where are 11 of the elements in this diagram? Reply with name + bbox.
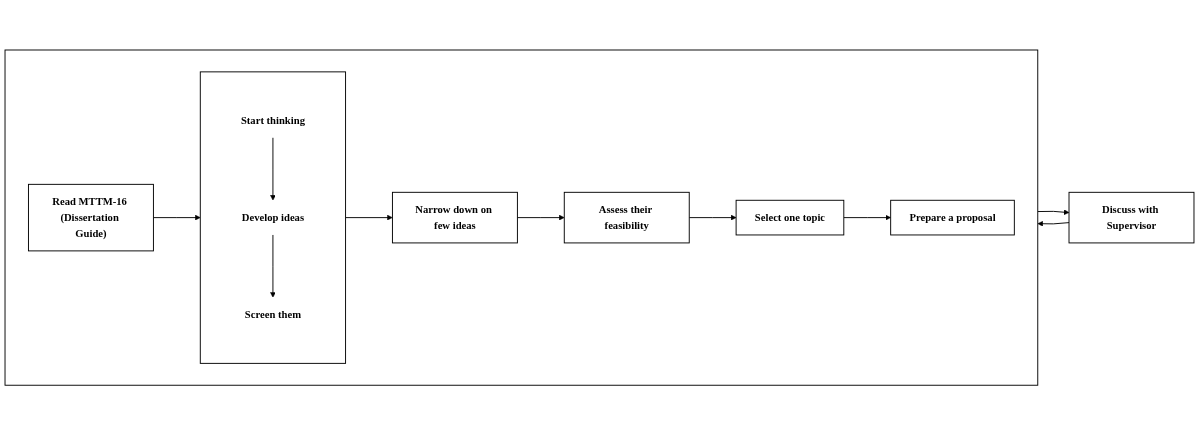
node-box: Assess their feasibility	[563, 192, 690, 244]
node-box: Narrow down on few ideas	[391, 192, 518, 244]
node-box: Discuss with Supervisor	[1068, 192, 1195, 244]
node-text: Screen them	[244, 309, 301, 321]
cluster	[4, 49, 1039, 387]
cluster	[199, 71, 347, 365]
node-box: Select one topic	[735, 200, 845, 236]
node-text: Start thinking	[240, 114, 305, 127]
node-box: Prepare a proposal	[890, 200, 1015, 236]
node-box: Read MTTM-16 (Dissertation Guide)	[28, 184, 154, 252]
node-text: Develop ideas	[241, 211, 305, 224]
